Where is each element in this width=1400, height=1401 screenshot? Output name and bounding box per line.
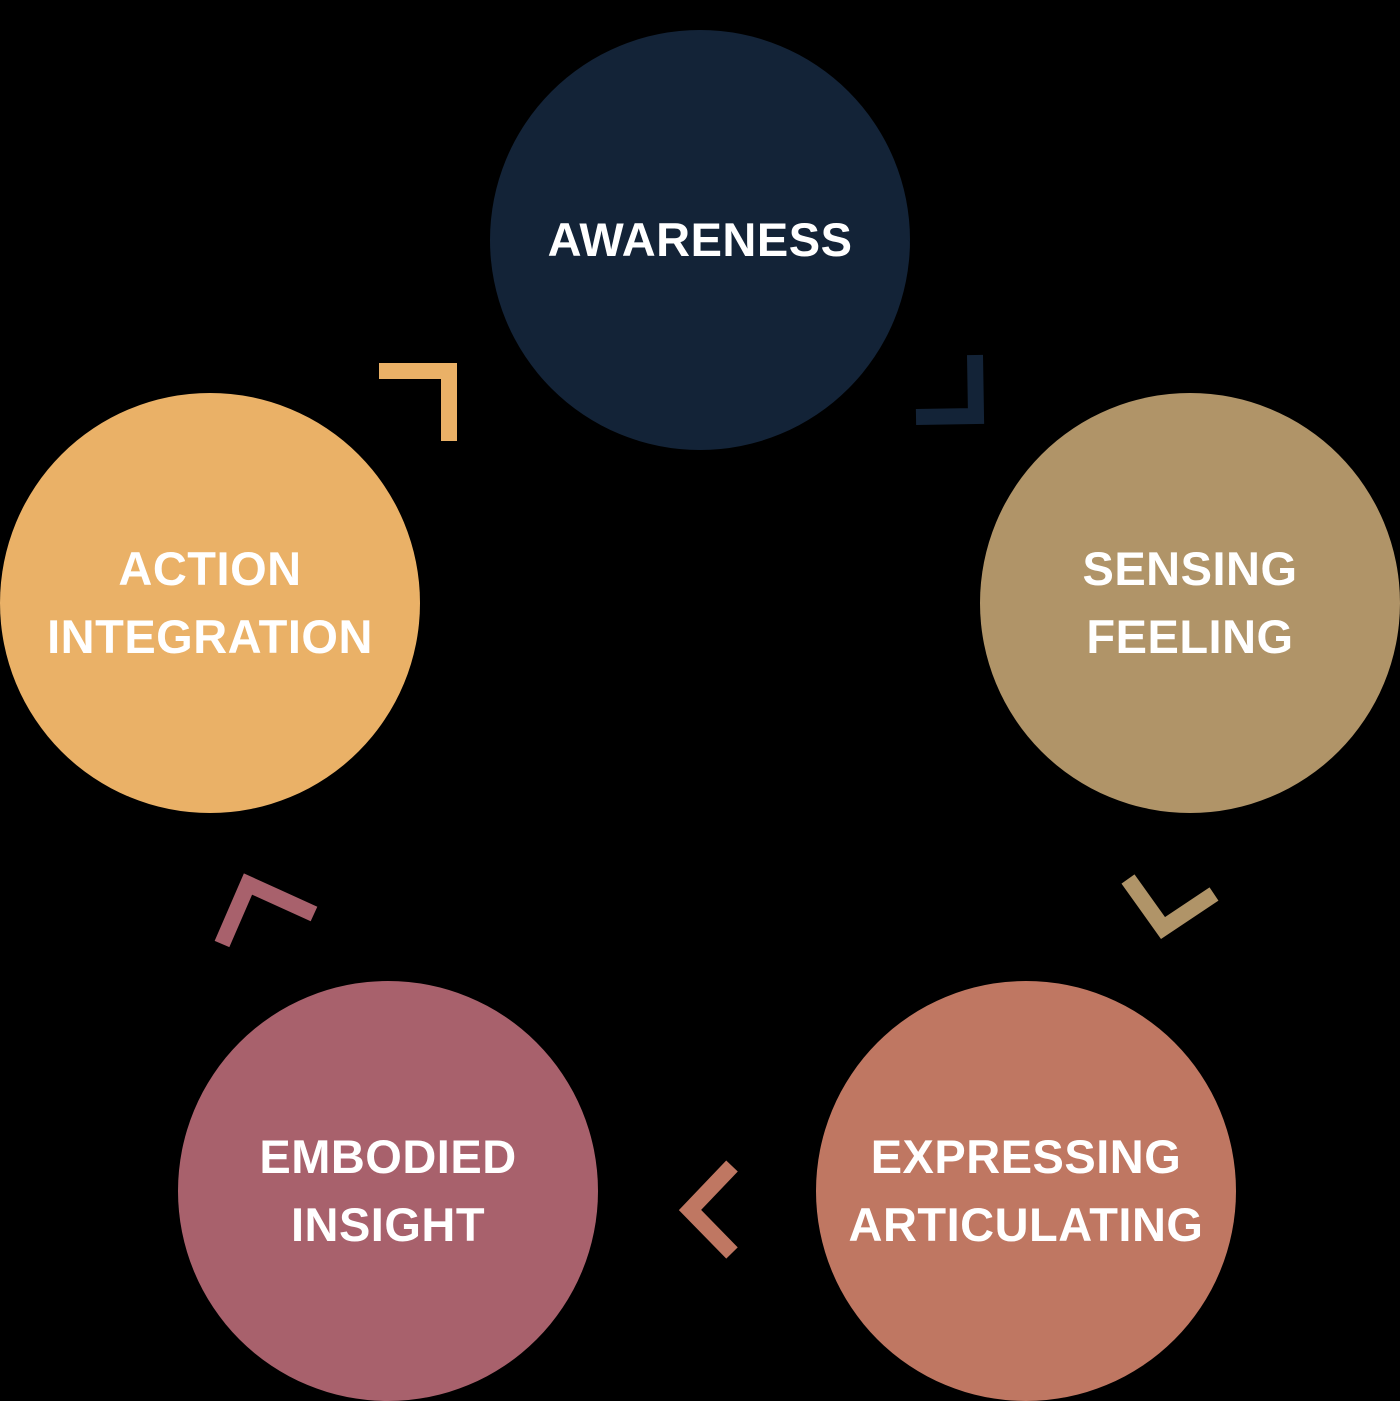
stage-embodied-label-line-1: EMBODIED xyxy=(259,1130,517,1183)
arrow-awareness-to-sensing-icon xyxy=(915,354,985,425)
arrow-embodied-to-action-icon xyxy=(214,873,318,948)
stage-action-integration: ACTION INTEGRATION xyxy=(0,393,420,813)
stage-awareness: AWARENESS xyxy=(490,30,910,450)
stage-action-label-line-2: INTEGRATION xyxy=(47,610,373,663)
stage-sensing-label-line-1: SENSING xyxy=(1082,542,1298,595)
stage-action-label-line-1: ACTION xyxy=(118,542,302,595)
arrow-action-to-awareness-icon xyxy=(379,363,457,441)
arrow-expressing-to-embodied-icon xyxy=(678,1160,738,1259)
stage-expressing-label-line-1: EXPRESSING xyxy=(870,1130,1182,1183)
stage-awareness-label-line-1: AWARENESS xyxy=(547,213,853,266)
stage-sensing-label-line-2: FEELING xyxy=(1086,610,1294,663)
stage-embodied-insight: EMBODIED INSIGHT xyxy=(178,981,598,1401)
stage-expressing-articulating: EXPRESSING ARTICULATING xyxy=(816,981,1236,1401)
stage-sensing-feeling: SENSING FEELING xyxy=(980,393,1400,813)
stage-expressing-label-line-2: ARTICULATING xyxy=(848,1198,1204,1251)
arrow-sensing-to-expressing-icon xyxy=(1121,874,1219,939)
stage-embodied-label-line-2: INSIGHT xyxy=(290,1198,486,1251)
